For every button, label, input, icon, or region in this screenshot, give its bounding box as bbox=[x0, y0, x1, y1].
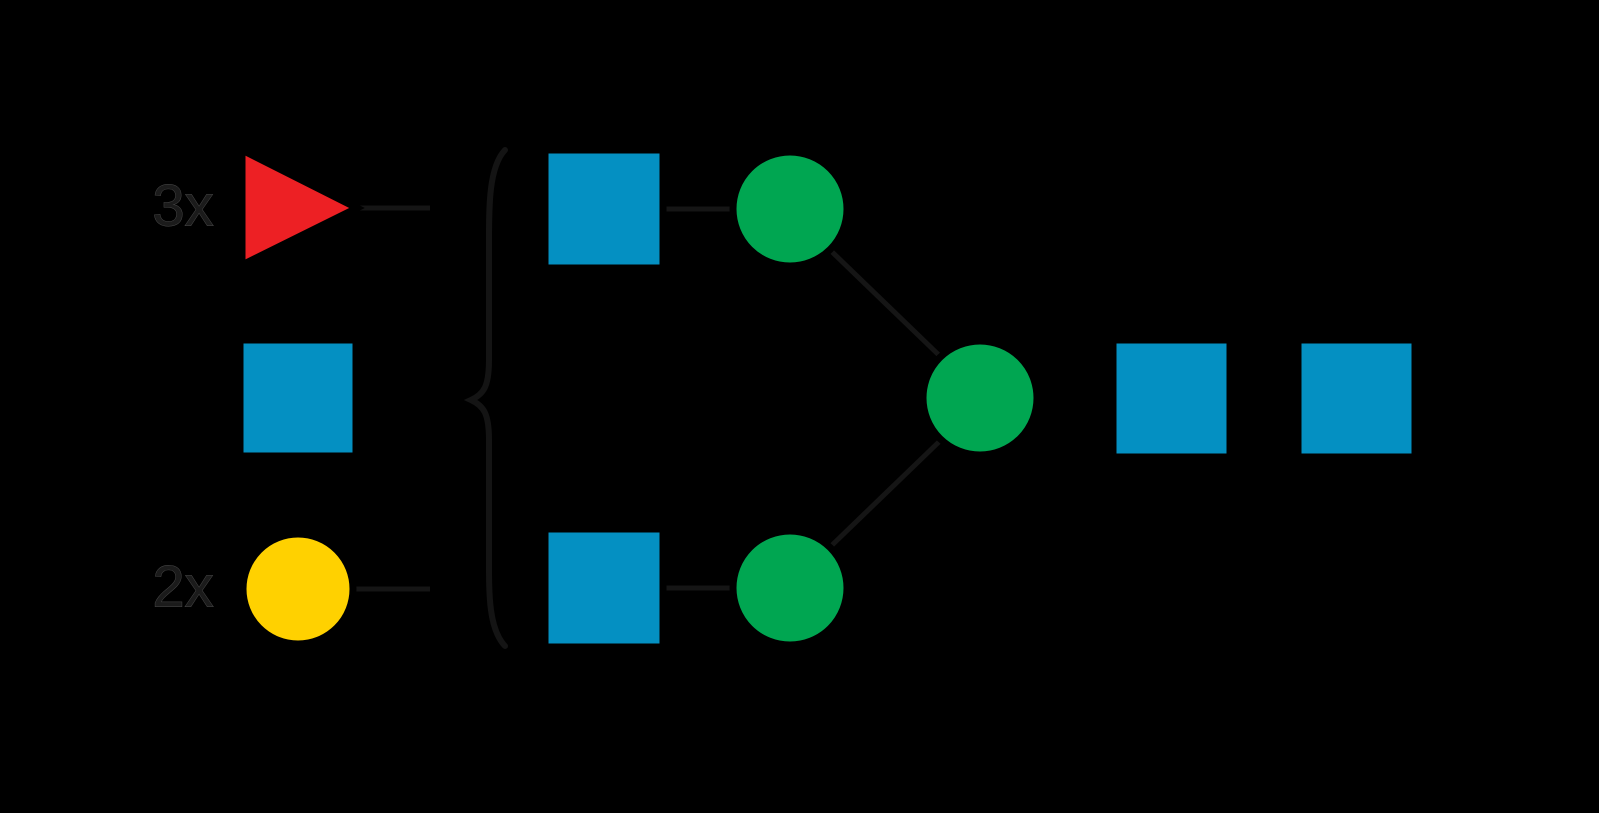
brace-path bbox=[463, 147, 508, 649]
node-green-circle-mid[interactable] bbox=[919, 337, 1041, 459]
left-stub-edges bbox=[353, 205, 430, 592]
label-bottom-multiplier: 2x bbox=[152, 554, 213, 619]
node-blue-square-bottom[interactable] bbox=[541, 525, 667, 651]
node-red-triangle[interactable] bbox=[238, 144, 365, 271]
label-top-multiplier: 3x bbox=[152, 173, 213, 238]
edge-circ-top-to-circ-mid bbox=[826, 246, 946, 362]
node-blue-square-right-1[interactable] bbox=[1109, 336, 1234, 461]
input-pattern-group: 3x 2x bbox=[152, 144, 365, 648]
curly-brace-icon bbox=[463, 147, 508, 649]
node-blue-square-left[interactable] bbox=[236, 336, 360, 460]
expanded-graph-nodes bbox=[541, 146, 1419, 651]
node-green-circle-top[interactable] bbox=[729, 148, 851, 270]
node-blue-square-right-2[interactable] bbox=[1294, 336, 1419, 461]
expanded-graph-edges bbox=[660, 206, 946, 591]
node-green-circle-bottom[interactable] bbox=[729, 527, 851, 649]
node-yellow-circle[interactable] bbox=[239, 530, 357, 648]
node-blue-square-top[interactable] bbox=[541, 146, 667, 272]
edge-circ-bottom-to-circ-mid bbox=[826, 435, 946, 551]
